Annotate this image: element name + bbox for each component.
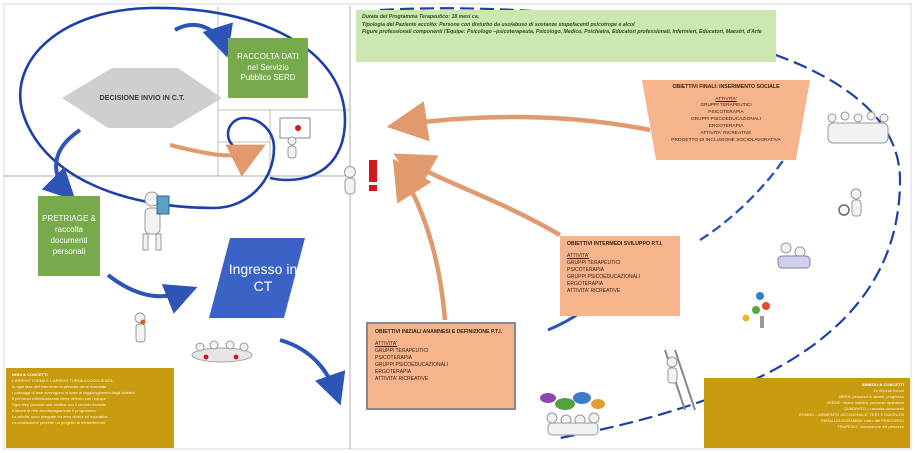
person-thinking-icon: [344, 166, 356, 195]
legend-left-line: Le attivita' sono integrate tra area cli…: [12, 414, 108, 419]
decision-node: DECISIONE INVIO IN C.T.: [90, 80, 194, 116]
legend-right-line: PARALLELOGRAMMA: inizio del PERCORSO: [821, 418, 904, 423]
pretriage-label: PRETRIAGE & raccolta documenti personali: [42, 214, 96, 256]
intermedi-item: ERGOTERAPIA: [567, 281, 604, 288]
legend-right-line: VERDE: ritorno indietro, percorso ripara…: [826, 400, 904, 405]
crowd-icon: [827, 111, 889, 144]
iniziali-title: OBIETTIVI INIZIALI ANAMNESI E DEFINIZION…: [375, 329, 503, 335]
person-with-magnifier-icon: [838, 188, 862, 217]
legend-right-line: TRAPEZIO: conclusione del percorso: [837, 424, 904, 429]
group-meeting-icon: [191, 340, 253, 363]
person-at-whiteboard-icon: [279, 117, 311, 159]
finali-trapezoid-shape: [642, 80, 810, 160]
iniziali-item: GRUPPI TERAPEUTICI: [375, 348, 429, 355]
finali-item: GRUPPI PSICOEDUCAZIONALI: [690, 117, 762, 123]
finali-title: OBIETTIVI FINALI: INSERIMENTO SOCIALE: [672, 84, 780, 90]
legend-left-line: La conclusione prevede un progetto di re…: [12, 420, 106, 425]
obiettivi-iniziali-box: OBIETTIVI INIZIALI ANAMNESI E DEFINIZION…: [366, 322, 516, 410]
info-line-1: Durata del Programma Terapeutico: 18 mes…: [362, 14, 480, 20]
puzzle-balls-icon: [742, 292, 770, 328]
arrow-orange-from-intermedi: [393, 153, 562, 237]
legend-left: NODI & CONCETTI L'ARRIVO TORNA E L'ARRIV…: [6, 368, 174, 448]
exclamation-dot: [369, 185, 377, 191]
exclamation-bar: [369, 160, 377, 182]
arrow-ingresso-to-iniziali: [279, 338, 346, 406]
legend-right-line: NERA: percorso in avanti, progresso: [839, 394, 904, 399]
finali-item: ATTIVITA' RICREATIVE: [700, 131, 752, 137]
ingresso-node: Ingresso in CT: [228, 250, 298, 306]
legend-left-heading: NODI & CONCETTI: [12, 372, 48, 377]
person-on-ladder-icon: [664, 349, 696, 411]
arrow-decision-to-pretriage: [41, 128, 82, 201]
person-carrying-documents-icon: [142, 191, 170, 251]
iniziali-item: GRUPPI PSICOEDUCAZIONALI: [375, 362, 449, 369]
arrow-orange-spiral: [169, 143, 266, 177]
raccolta-label: RACCOLTA DATI nel Servizio Pubblico SERD: [237, 51, 299, 83]
legend-left-line: Il percorso individualizzato viene defin…: [12, 396, 106, 401]
arrow-orange-from-finali: [386, 101, 651, 142]
decision-label: DECISIONE INVIO IN C.T.: [99, 93, 185, 103]
iniziali-item: ERGOTERAPIA: [375, 369, 412, 376]
info-line-2: Tipologia del Paziente accolto: Persone …: [362, 21, 635, 28]
decision-diamond-shape: [62, 68, 222, 128]
finali-activity-header: ATTIVITA': [715, 96, 737, 102]
legend-right: SIMBOLI & CONCETTI Le diverse frecce NER…: [704, 378, 910, 448]
legend-right-line: Le diverse frecce: [873, 388, 904, 393]
finali-item: PSICOTERAPIA: [708, 110, 744, 116]
group-chat-bubbles-icon: [540, 392, 605, 436]
finali-item: ERGOTERAPIA: [708, 124, 744, 130]
iniziali-item: PSICOTERAPIA: [375, 355, 412, 362]
intermedi-title: OBIETTIVI INTERMEDI SVILUPPO P.T.I.: [567, 241, 663, 247]
obiettivi-finali-box: OBIETTIVI FINALI: INSERIMENTO SOCIALE AT…: [650, 84, 802, 158]
finali-item: GRUPPI TERAPEUTICI: [700, 103, 752, 109]
ingresso-label: Ingresso in CT: [228, 260, 298, 295]
legend-left-line: Il lavoro di rete accompagna tutto il pr…: [12, 408, 96, 413]
raccolta-node: RACCOLTA DATI nel Servizio Pubblico SERD: [228, 38, 308, 98]
intermedi-item: ATTIVITA' RICREATIVE: [567, 288, 621, 295]
arrow-orange-from-iniziali: [392, 158, 448, 321]
legend-right-line: QUADRATO = raccolta documenti: [843, 406, 904, 411]
legend-left-line: Ogni step prevede una verifica con il se…: [12, 402, 107, 407]
iniziali-item: ATTIVITA' RICREATIVE: [375, 376, 429, 383]
legend-left-line: L'ARRIVO TORNA E L'ARRIVO TORNA ACCOGLIE…: [12, 378, 113, 383]
legend-right-line: ROMBO – MOMENTO DECISIONALE: TEST E DIAG…: [798, 412, 904, 417]
ingresso-parallelogram-shape: [209, 238, 305, 318]
iniziali-activity-header: ATTIVITA': [375, 341, 398, 348]
info-banner: Durata del Programma Terapeutico: 18 mes…: [356, 10, 776, 62]
outer-frame: [3, 3, 912, 450]
intermedi-item: PSICOTERAPIA: [567, 267, 604, 274]
intermedi-item: GRUPPI PSICOEDUCAZIONALI: [567, 274, 641, 281]
people-team-icon: [777, 242, 811, 269]
intermedi-item: GRUPPI TERAPEUTICI: [567, 260, 621, 267]
person-standing-icon: [134, 312, 146, 343]
arrow-pretriage-to-ingresso: [106, 273, 198, 314]
info-line-3: Figure professionali componenti l'Equipe…: [362, 29, 762, 36]
pretriage-node: PRETRIAGE & raccolta documenti personali: [38, 196, 100, 276]
legend-left-line: In ogni fase dell'intervento la persona …: [12, 384, 107, 389]
golden-spiral: [19, 6, 347, 210]
arrow-raccolta-to-decision: [173, 22, 233, 58]
finali-item: PROGETTO DI INCLUSIONE SOCIOLAVORATIVA: [671, 138, 781, 144]
intermedi-activity-header: ATTIVITA': [567, 253, 590, 260]
obiettivi-intermedi-box: OBIETTIVI INTERMEDI SVILUPPO P.T.I. ATTI…: [560, 236, 680, 316]
legend-left-line: I passaggi di fase avvengono in base al …: [12, 390, 135, 395]
legend-right-heading: SIMBOLI & CONCETTI: [861, 382, 904, 387]
arrow-intermedi-to-finali: [699, 149, 792, 242]
